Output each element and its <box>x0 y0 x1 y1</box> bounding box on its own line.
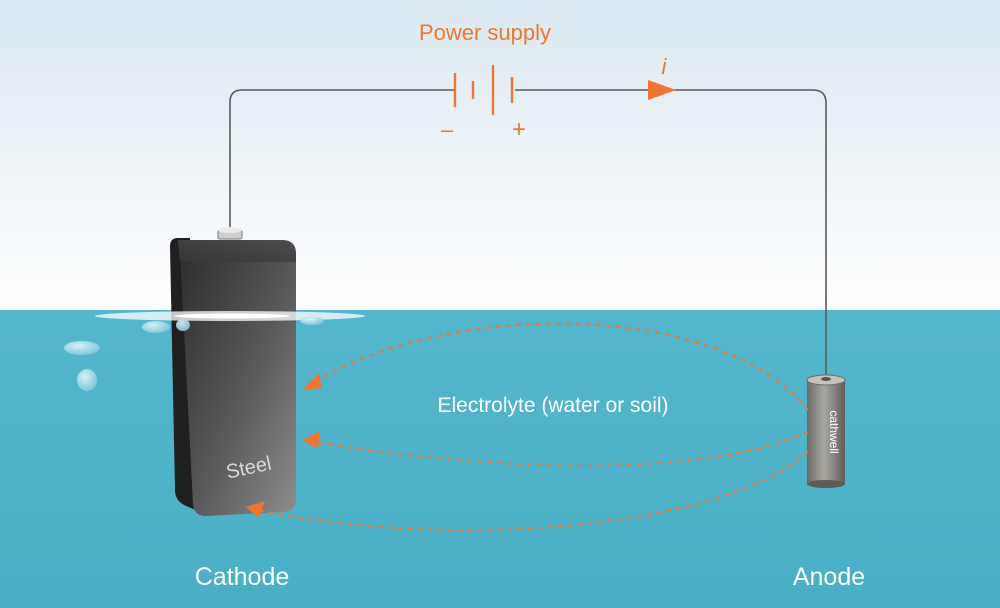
sky-background <box>0 0 1000 312</box>
power-supply-label: Power supply <box>419 20 551 45</box>
battery-icon <box>453 64 514 116</box>
anode-brand-label: cathwell <box>827 410 841 453</box>
anode-label: Anode <box>793 563 865 591</box>
positive-terminal-label: + <box>512 116 526 143</box>
current-flow-arcs <box>257 322 809 531</box>
water-droplets <box>64 317 324 391</box>
current-flow-arrowheads <box>246 373 322 518</box>
electrolyte-label: Electrolyte (water or soil) <box>437 394 668 417</box>
negative-terminal-label: – <box>441 117 454 142</box>
current-label: i <box>662 54 668 79</box>
steel-plate <box>170 227 296 516</box>
current-arrow-icon <box>648 80 676 100</box>
anode-cylinder <box>806 374 846 488</box>
cathode-label: Cathode <box>195 563 290 591</box>
circuit-wire <box>229 89 827 378</box>
